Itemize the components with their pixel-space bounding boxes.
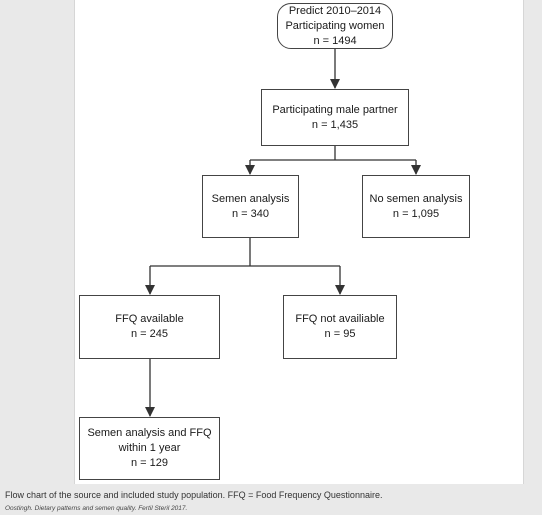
node-line: n = 245 — [130, 328, 168, 340]
node-line: Semen analysis and FFQ — [87, 427, 212, 439]
node-ffq-available: FFQ available n = 245 — [79, 295, 220, 359]
node-line: Participating women — [285, 19, 385, 32]
figure-panel — [74, 0, 524, 484]
node-line: Predict 2010–2014 — [288, 4, 382, 17]
node-line: n = 129 — [130, 457, 168, 469]
figure-source: Oostingh. Dietary patterns and semen qua… — [5, 505, 188, 512]
node-no-semen-analysis: No semen analysis n = 1,095 — [362, 175, 470, 238]
node-line: n = 340 — [231, 207, 269, 220]
node-ffq-not-available: FFQ not availiable n = 95 — [283, 295, 397, 359]
node-semen-and-ffq: Semen analysis and FFQ within 1 year n =… — [79, 417, 220, 480]
node-line: n = 1494 — [313, 34, 357, 47]
node-line: within 1 year — [118, 442, 181, 454]
node-line: n = 1,095 — [392, 207, 440, 220]
node-line: Semen analysis — [211, 192, 290, 205]
node-line: No semen analysis — [369, 192, 463, 205]
node-line: FFQ not availiable — [295, 313, 385, 325]
node-male-partner: Participating male partner n = 1,435 — [261, 89, 409, 146]
node-line: n = 1,435 — [311, 118, 359, 131]
node-line: FFQ available — [115, 313, 184, 325]
node-semen-analysis: Semen analysis n = 340 — [202, 175, 299, 238]
node-line: n = 95 — [324, 328, 356, 340]
figure-caption: Flow chart of the source and included st… — [5, 490, 383, 500]
node-line: Participating male partner — [272, 103, 398, 116]
node-predict-women: Predict 2010–2014 Participating women n … — [277, 3, 393, 49]
